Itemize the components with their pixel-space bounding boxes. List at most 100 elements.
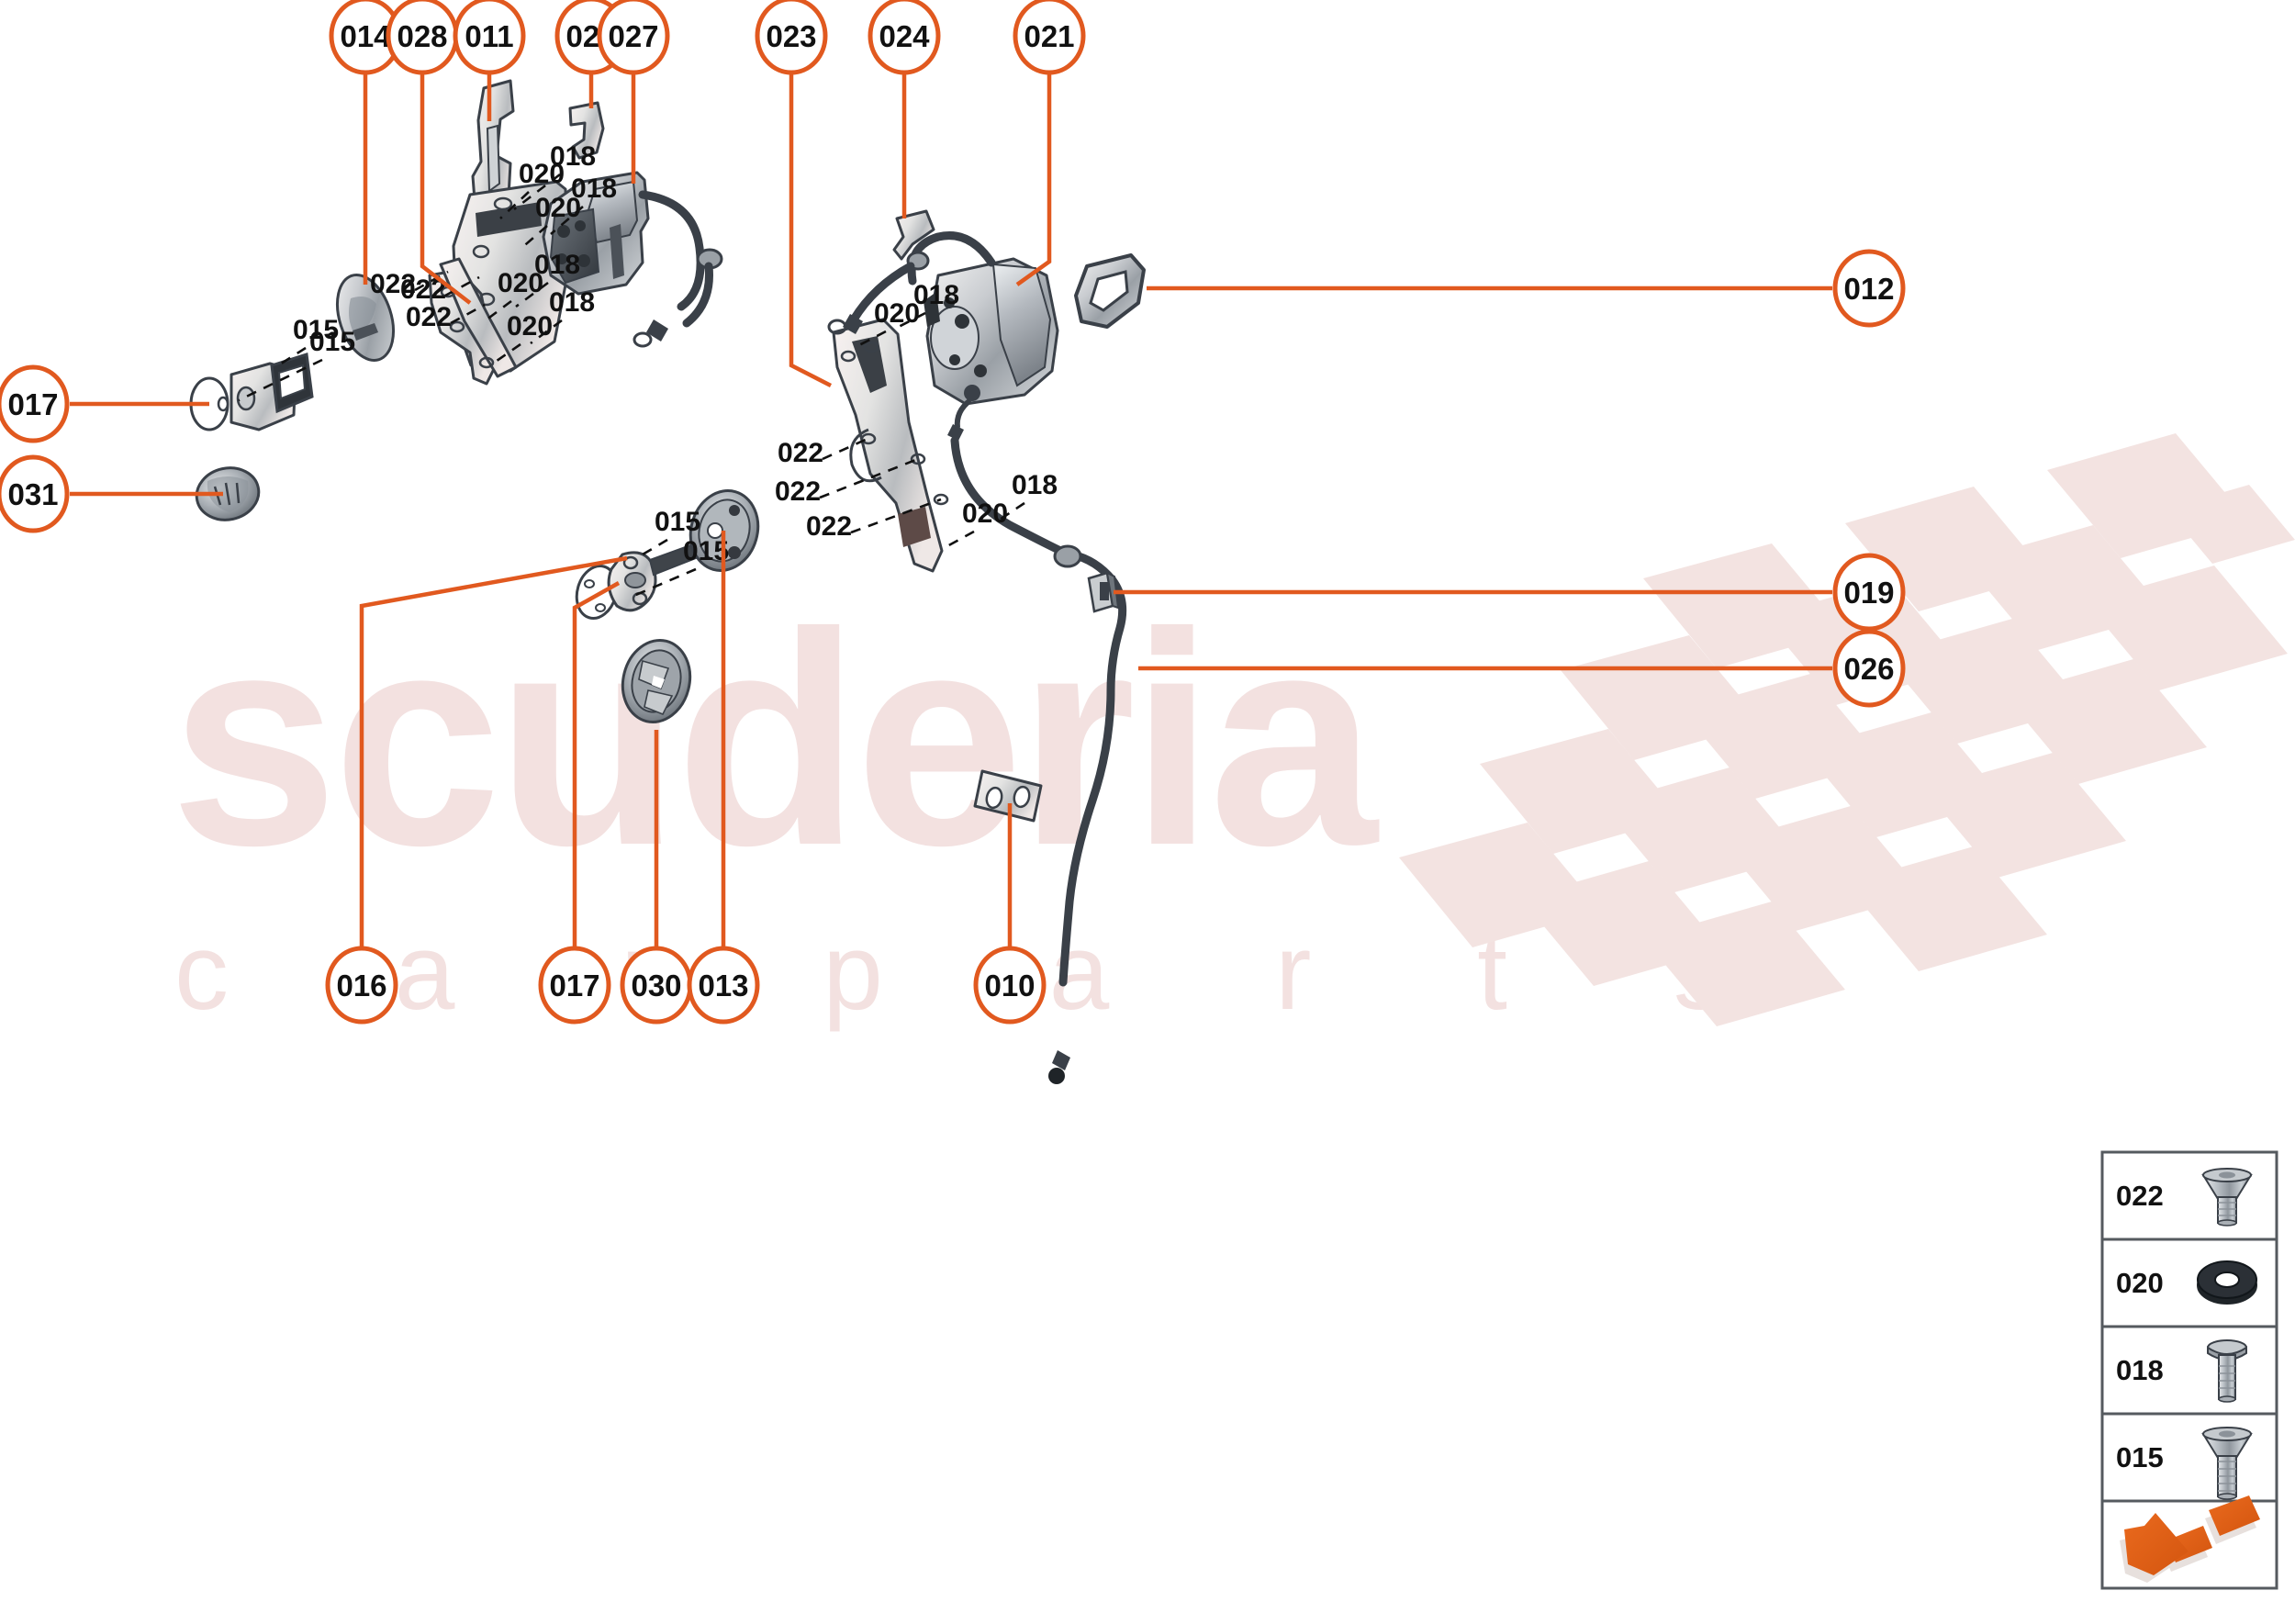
callout-019[interactable]: 019 (1114, 553, 1906, 632)
callout-label: 010 (984, 969, 1035, 1002)
pan-head-screw-icon (2207, 1339, 2247, 1403)
callout-leader-line (572, 581, 621, 948)
fastener-leader-line (631, 567, 697, 599)
part-024-cable-end-clip (892, 209, 935, 261)
fastener-label: 018 (571, 174, 617, 204)
fastener-leader-line (274, 346, 307, 369)
callout-label: 017 (549, 969, 599, 1002)
fastener-label: 020 (874, 298, 920, 329)
callout-leader-line (1015, 73, 1052, 286)
fastener-label: 020 (519, 159, 565, 189)
callout-leader-line (359, 555, 628, 948)
callout-026[interactable]: 026 (1138, 629, 1906, 708)
fastener-leader-line (550, 206, 584, 235)
callout-bubble[interactable] (597, 0, 670, 75)
callout-label: 013 (698, 969, 748, 1002)
callout-label: 016 (336, 969, 386, 1002)
callout-024[interactable]: 024 (868, 0, 941, 218)
callout-label: 014 (340, 19, 391, 53)
callout-bubble[interactable] (538, 946, 611, 1025)
fastener-leader-line (444, 275, 480, 297)
callout-028[interactable]: 028 (386, 0, 472, 305)
part-010-striker-plate (973, 769, 1043, 823)
callout-label: 011 (465, 19, 513, 53)
fastener-label: 022 (806, 511, 852, 542)
part-029-clip (568, 101, 605, 160)
fastener-leader-line (996, 501, 1025, 523)
fastener-label: 018 (913, 280, 959, 310)
callout-bubble[interactable] (1832, 249, 1906, 328)
callout-bubble[interactable] (453, 0, 526, 75)
fastener-label: 018 (549, 287, 595, 318)
callout-label: 024 (879, 19, 930, 53)
fastener-leader-line (489, 342, 521, 367)
fastener-label: 018 (550, 141, 596, 172)
callout-bubble[interactable] (973, 946, 1047, 1025)
fastener-label: 020 (962, 498, 1008, 529)
part-027-door-latch-mechanism (542, 171, 723, 348)
callout-016[interactable]: 016 (325, 555, 628, 1025)
part-030-inner-escutcheon (621, 638, 692, 724)
fastener-label: 015 (309, 327, 355, 357)
callout-030[interactable]: 030 (620, 730, 693, 1025)
callout-bubble[interactable] (1832, 553, 1906, 632)
fastener-label: 015 (293, 315, 339, 345)
fastener-label: 020 (498, 268, 543, 298)
part-014-door-handle-outer (336, 274, 395, 362)
callout-023[interactable]: 023 (755, 0, 833, 388)
washer-icon (2197, 1260, 2257, 1305)
fastener-leader-line (238, 358, 323, 402)
fastener-leader-line (850, 498, 942, 534)
fastener-leader-line (642, 538, 668, 556)
legend-code-1: 020 (2116, 1267, 2164, 1299)
checkered-flag-watermark (1399, 433, 2295, 1026)
callout-014[interactable]: 014 (329, 0, 402, 285)
callout-bubble[interactable] (0, 454, 70, 533)
callout-label: 027 (608, 19, 658, 53)
callout-012[interactable]: 012 (1147, 249, 1906, 328)
legend-code-2: 018 (2116, 1354, 2164, 1386)
callout-011[interactable]: 011 (453, 0, 526, 121)
fastener-leader-line (414, 270, 449, 292)
fastener-leader-line (894, 311, 926, 330)
callout-031[interactable]: 031 (0, 454, 223, 533)
countersunk-screw-long-icon (2201, 1427, 2253, 1500)
callout-label: 017 (7, 387, 58, 421)
callout-027[interactable]: 027 (597, 0, 670, 184)
callout-leader-line (420, 73, 472, 305)
part-012-handle-gasket (1074, 253, 1146, 329)
fastener-leader-line (945, 530, 975, 549)
callout-bubble[interactable] (687, 946, 760, 1025)
fastener-leader-line (481, 299, 512, 325)
callout-013[interactable]: 013 (687, 531, 760, 1025)
part-031-lock-barrel-cap (195, 466, 261, 521)
callout-bubble[interactable] (755, 0, 828, 75)
callout-label: 026 (1843, 652, 1894, 686)
fastener-label: 015 (655, 507, 700, 537)
callout-leader-line (789, 73, 833, 388)
callout-bubble[interactable] (868, 0, 941, 75)
callout-bubble[interactable] (1013, 0, 1086, 75)
callout-label: 019 (1843, 576, 1894, 610)
callout-label: 030 (631, 969, 681, 1002)
callout-bubble[interactable] (325, 946, 398, 1025)
fastener-leader-line (822, 437, 868, 461)
callout-label: 031 (7, 477, 58, 511)
callout-010[interactable]: 010 (973, 803, 1047, 1025)
fastener-leader-line (513, 173, 561, 211)
callout-017[interactable]: 017 (538, 581, 621, 1025)
fastener-label: 018 (534, 250, 580, 280)
part-023-mounting-bracket (832, 318, 949, 573)
legend-code-0: 022 (2116, 1180, 2164, 1212)
callout-017[interactable]: 017 (0, 364, 209, 443)
fastener-leader-line (515, 281, 549, 308)
callout-bubble[interactable] (1832, 629, 1906, 708)
callout-021[interactable]: 021 (1013, 0, 1086, 286)
callout-label: 023 (766, 19, 816, 53)
callout-bubble[interactable] (0, 364, 70, 443)
part-017b-handle-shaft (575, 543, 698, 620)
callout-label: 021 (1024, 19, 1074, 53)
